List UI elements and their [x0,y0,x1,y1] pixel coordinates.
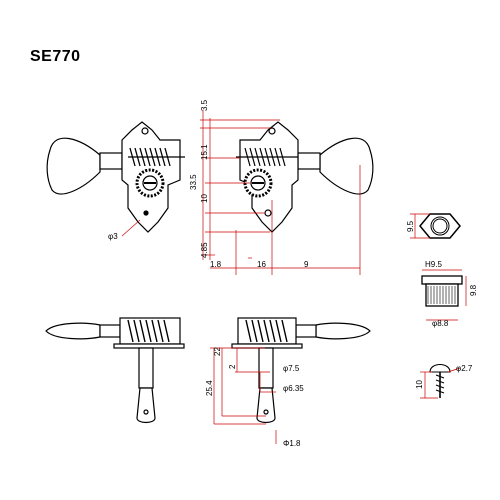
hex-bushing-top-view [410,213,461,239]
dim-16: 16 [257,260,266,269]
string-post-right [258,347,274,389]
dim-screw-d2-7: φ2.7 [456,364,473,373]
tuner-rear-view-left [46,121,185,233]
dim-10: 10 [200,194,209,203]
dim-hole-diameter: φ3 [108,232,118,241]
tuner-side-view-left [45,317,185,424]
mount-hole-bottom [143,210,149,216]
tuner-side-view-right [231,317,371,424]
dim-9: 9 [304,260,309,269]
dim-33-5: 33.5 [189,174,198,190]
side-button-right [315,322,371,340]
dim-25-4: 25.4 [205,380,214,396]
tuner-button-right [319,137,374,195]
model-title: SE770 [30,48,81,65]
shaft-dimension-lines [210,347,277,444]
dim-15-1: 15.1 [200,144,209,160]
string-post-left [138,347,154,389]
side-button-left [45,322,101,340]
mount-hole-top [141,127,149,135]
dim-9-5: 9.5 [406,220,415,232]
button-collar [99,152,123,170]
dim-3-5: 3.5 [200,99,209,111]
dim-d6-35: φ6.35 [283,384,304,393]
tuner-button-left [46,137,101,195]
dim-h9-5: H9.5 [425,260,442,269]
dim-d8-8: φ8.8 [432,319,449,328]
dim-d1-8: Φ1.8 [283,439,301,448]
tuner-rear-view-right [236,121,374,233]
bushing-side-view [421,269,467,321]
dim-4-85: 4.85 [200,242,209,258]
dim-2: 2 [228,364,237,369]
dim-22: 22 [213,347,222,356]
dim-9-8: 9.8 [469,284,478,296]
dim-screw-10: 10 [415,380,424,389]
dim-d7-5: φ7.5 [283,364,300,373]
mounting-screw [420,363,461,399]
dim-1-8: 1.8 [210,260,222,269]
vertical-dimension-lines [200,110,361,275]
